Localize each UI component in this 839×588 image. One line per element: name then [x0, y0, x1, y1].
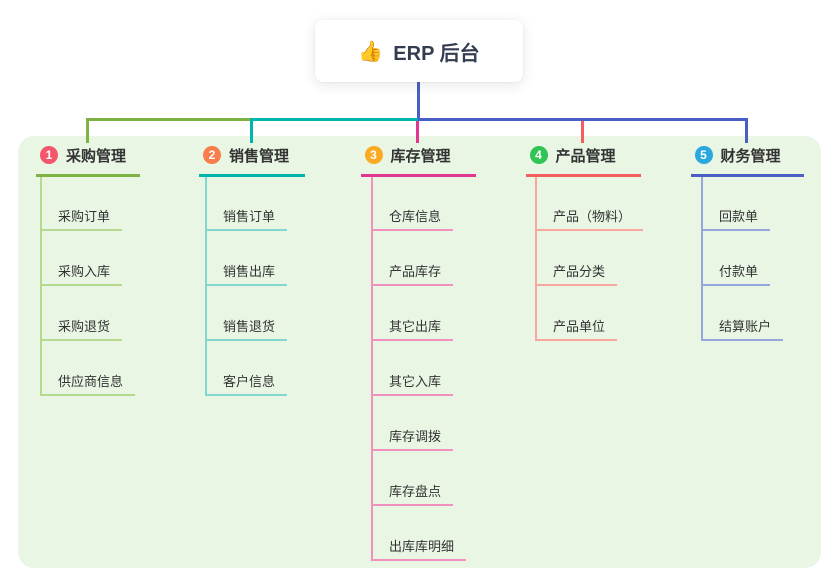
connector-line	[416, 121, 419, 143]
branch-spine-line	[40, 177, 42, 396]
branch-header[interactable]: 1 采购管理	[36, 146, 140, 177]
root-node[interactable]: 👍 ERP 后台	[315, 20, 523, 82]
child-node[interactable]: 销售出库	[205, 257, 288, 286]
child-node[interactable]: 产品库存	[371, 257, 454, 286]
branch-header[interactable]: 3 库存管理	[360, 146, 476, 177]
child-node[interactable]: 采购退货	[40, 312, 123, 341]
child-node[interactable]: 付款单	[701, 257, 771, 286]
connector-line	[417, 82, 420, 121]
branch-title: 库存管理	[390, 147, 451, 165]
branch-title: 销售管理	[229, 147, 290, 165]
root-title: ERP 后台	[393, 42, 480, 65]
child-node[interactable]: 客户信息	[205, 367, 288, 396]
connector-line	[418, 118, 748, 121]
child-node[interactable]: 其它入库	[371, 367, 454, 396]
branch-header[interactable]: 5 财务管理	[690, 146, 804, 177]
thumbs-up-icon: 👍	[358, 40, 384, 63]
branch-header[interactable]: 2 销售管理	[199, 146, 305, 177]
branch-number-badge: 1	[40, 146, 58, 164]
child-node[interactable]: 产品分类	[535, 257, 618, 286]
branch-title: 财务管理	[720, 147, 781, 165]
child-node[interactable]: 回款单	[701, 202, 771, 231]
branch-spine-line	[535, 177, 537, 341]
child-node[interactable]: 出库库明细	[371, 532, 467, 561]
branch-header[interactable]: 4 产品管理	[525, 146, 641, 177]
child-node[interactable]: 库存调拨	[371, 422, 454, 451]
child-node[interactable]: 采购订单	[40, 202, 123, 231]
child-node[interactable]: 采购入库	[40, 257, 123, 286]
connector-line	[86, 118, 89, 143]
branch-spine-line	[701, 177, 703, 341]
child-node[interactable]: 库存盘点	[371, 477, 454, 506]
child-node[interactable]: 产品（物料）	[535, 202, 644, 231]
child-node[interactable]: 供应商信息	[40, 367, 136, 396]
branch-number-badge: 5	[694, 146, 713, 164]
branch-number-badge: 4	[529, 146, 548, 164]
connector-line	[250, 118, 253, 143]
child-node[interactable]: 结算账户	[701, 312, 784, 341]
child-node[interactable]: 其它出库	[371, 312, 454, 341]
branches-panel	[18, 136, 821, 568]
branch-title: 产品管理	[555, 147, 616, 165]
connector-line	[745, 118, 748, 143]
connector-line	[581, 121, 584, 143]
branch-spine-line	[371, 177, 373, 561]
connector-line	[252, 118, 418, 121]
branch-title: 采购管理	[66, 147, 127, 165]
connector-line	[86, 118, 252, 121]
branch-number-badge: 2	[203, 146, 221, 164]
child-node[interactable]: 销售订单	[205, 202, 288, 231]
branch-spine-line	[205, 177, 207, 396]
child-node[interactable]: 仓库信息	[371, 202, 454, 231]
child-node[interactable]: 销售退货	[205, 312, 288, 341]
child-node[interactable]: 产品单位	[535, 312, 618, 341]
branch-number-badge: 3	[364, 146, 383, 164]
